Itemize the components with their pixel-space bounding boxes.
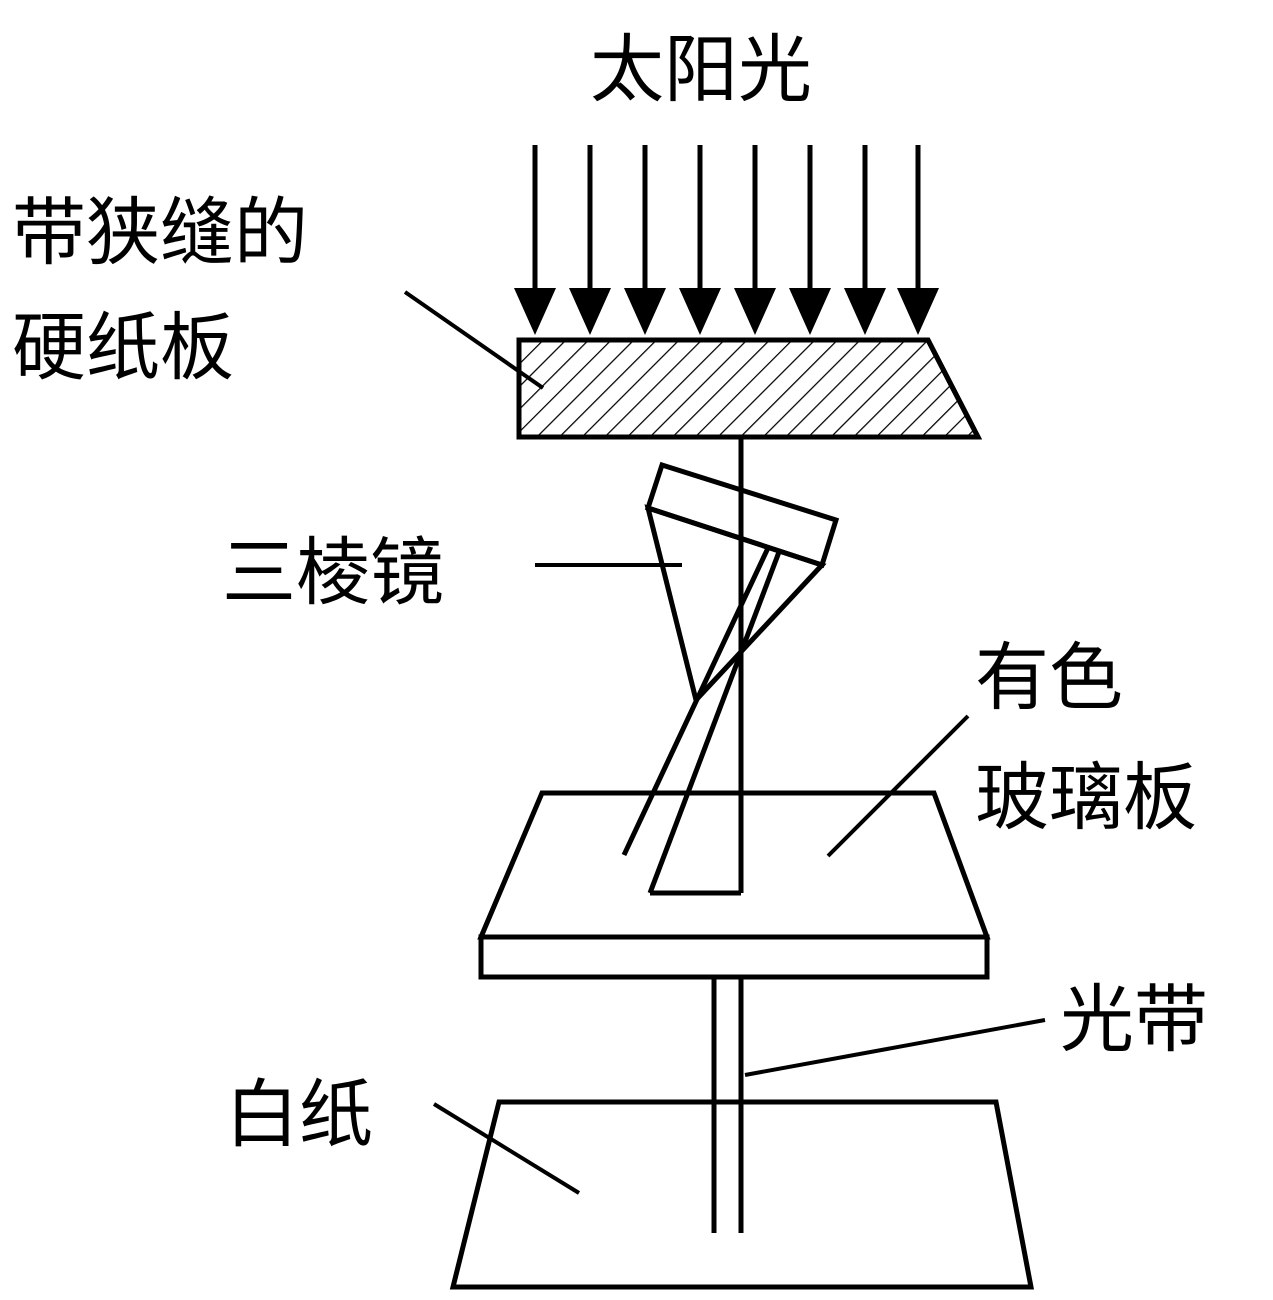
sunlight-ray: [897, 145, 939, 335]
colored-glass-plate: [477, 790, 991, 980]
leader-slit-card: [403, 290, 545, 390]
label-slit-card-line2: 硬纸板: [12, 305, 234, 391]
sunlight-ray: [514, 145, 556, 335]
sunlight-ray: [679, 145, 721, 335]
leader-white-paper: [432, 1102, 581, 1195]
label-sunlight: 太阳光: [590, 27, 812, 113]
slit-cardboard: [516, 337, 983, 440]
sunlight-ray: [844, 145, 886, 335]
label-colored-glass-line2: 玻璃板: [975, 755, 1197, 841]
label-white-paper: 白纸: [225, 1072, 373, 1158]
label-light-band: 光带: [1060, 977, 1208, 1063]
light-band: [711, 977, 744, 1233]
leader-colored-glass: [826, 714, 970, 858]
refracted-beam: [621, 546, 782, 896]
label-prism: 三棱镜: [222, 530, 444, 616]
leader-light-band: [744, 1018, 1046, 1077]
prism: [644, 461, 840, 706]
label-slit-card-line1: 带狭缝的: [12, 190, 308, 276]
sunlight-ray: [624, 145, 666, 335]
label-colored-glass-line1: 有色: [975, 635, 1123, 721]
sunlight-ray: [734, 145, 776, 335]
sunlight-rays: [514, 145, 939, 335]
sunlight-ray: [569, 145, 611, 335]
white-paper: [449, 1099, 1035, 1290]
sunlight-ray: [789, 145, 831, 335]
